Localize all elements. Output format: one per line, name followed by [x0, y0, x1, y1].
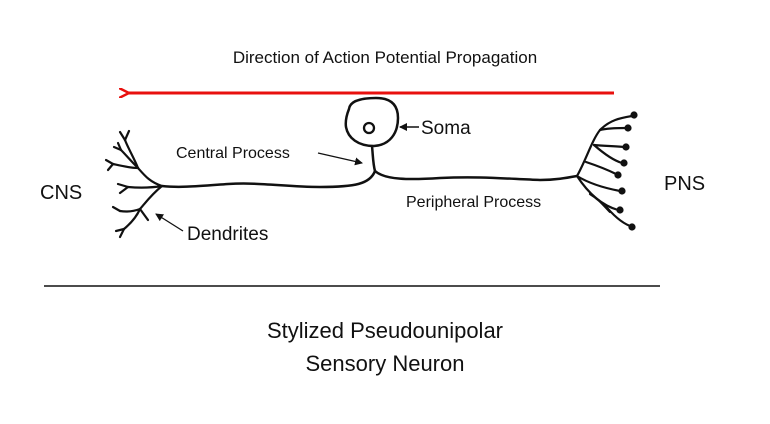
peripheral-process-label: Peripheral Process: [406, 194, 542, 211]
soma-label: Soma: [421, 118, 471, 139]
caption-line-1: Stylized Pseudounipolar: [266, 318, 504, 343]
cns-label: CNS: [40, 182, 83, 204]
pns-terminal-tree: [575, 114, 634, 228]
pns-terminal-knobs: [614, 111, 638, 231]
peripheral-process-axon: [374, 169, 578, 182]
direction-label: Direction of Action Potential Propagatio…: [232, 48, 538, 67]
central-process-axon: [161, 170, 377, 189]
dendrites-label: Dendrites: [187, 224, 269, 245]
caption-line-2: Sensory Neuron: [305, 351, 465, 376]
central-process-label: Central Process: [176, 145, 290, 162]
central-process-pointer: [317, 152, 363, 166]
soma-shape: [344, 96, 400, 172]
cns-dendrite-tree: [104, 129, 164, 239]
pns-label: PNS: [664, 173, 706, 195]
dendrites-pointer: [155, 213, 184, 232]
